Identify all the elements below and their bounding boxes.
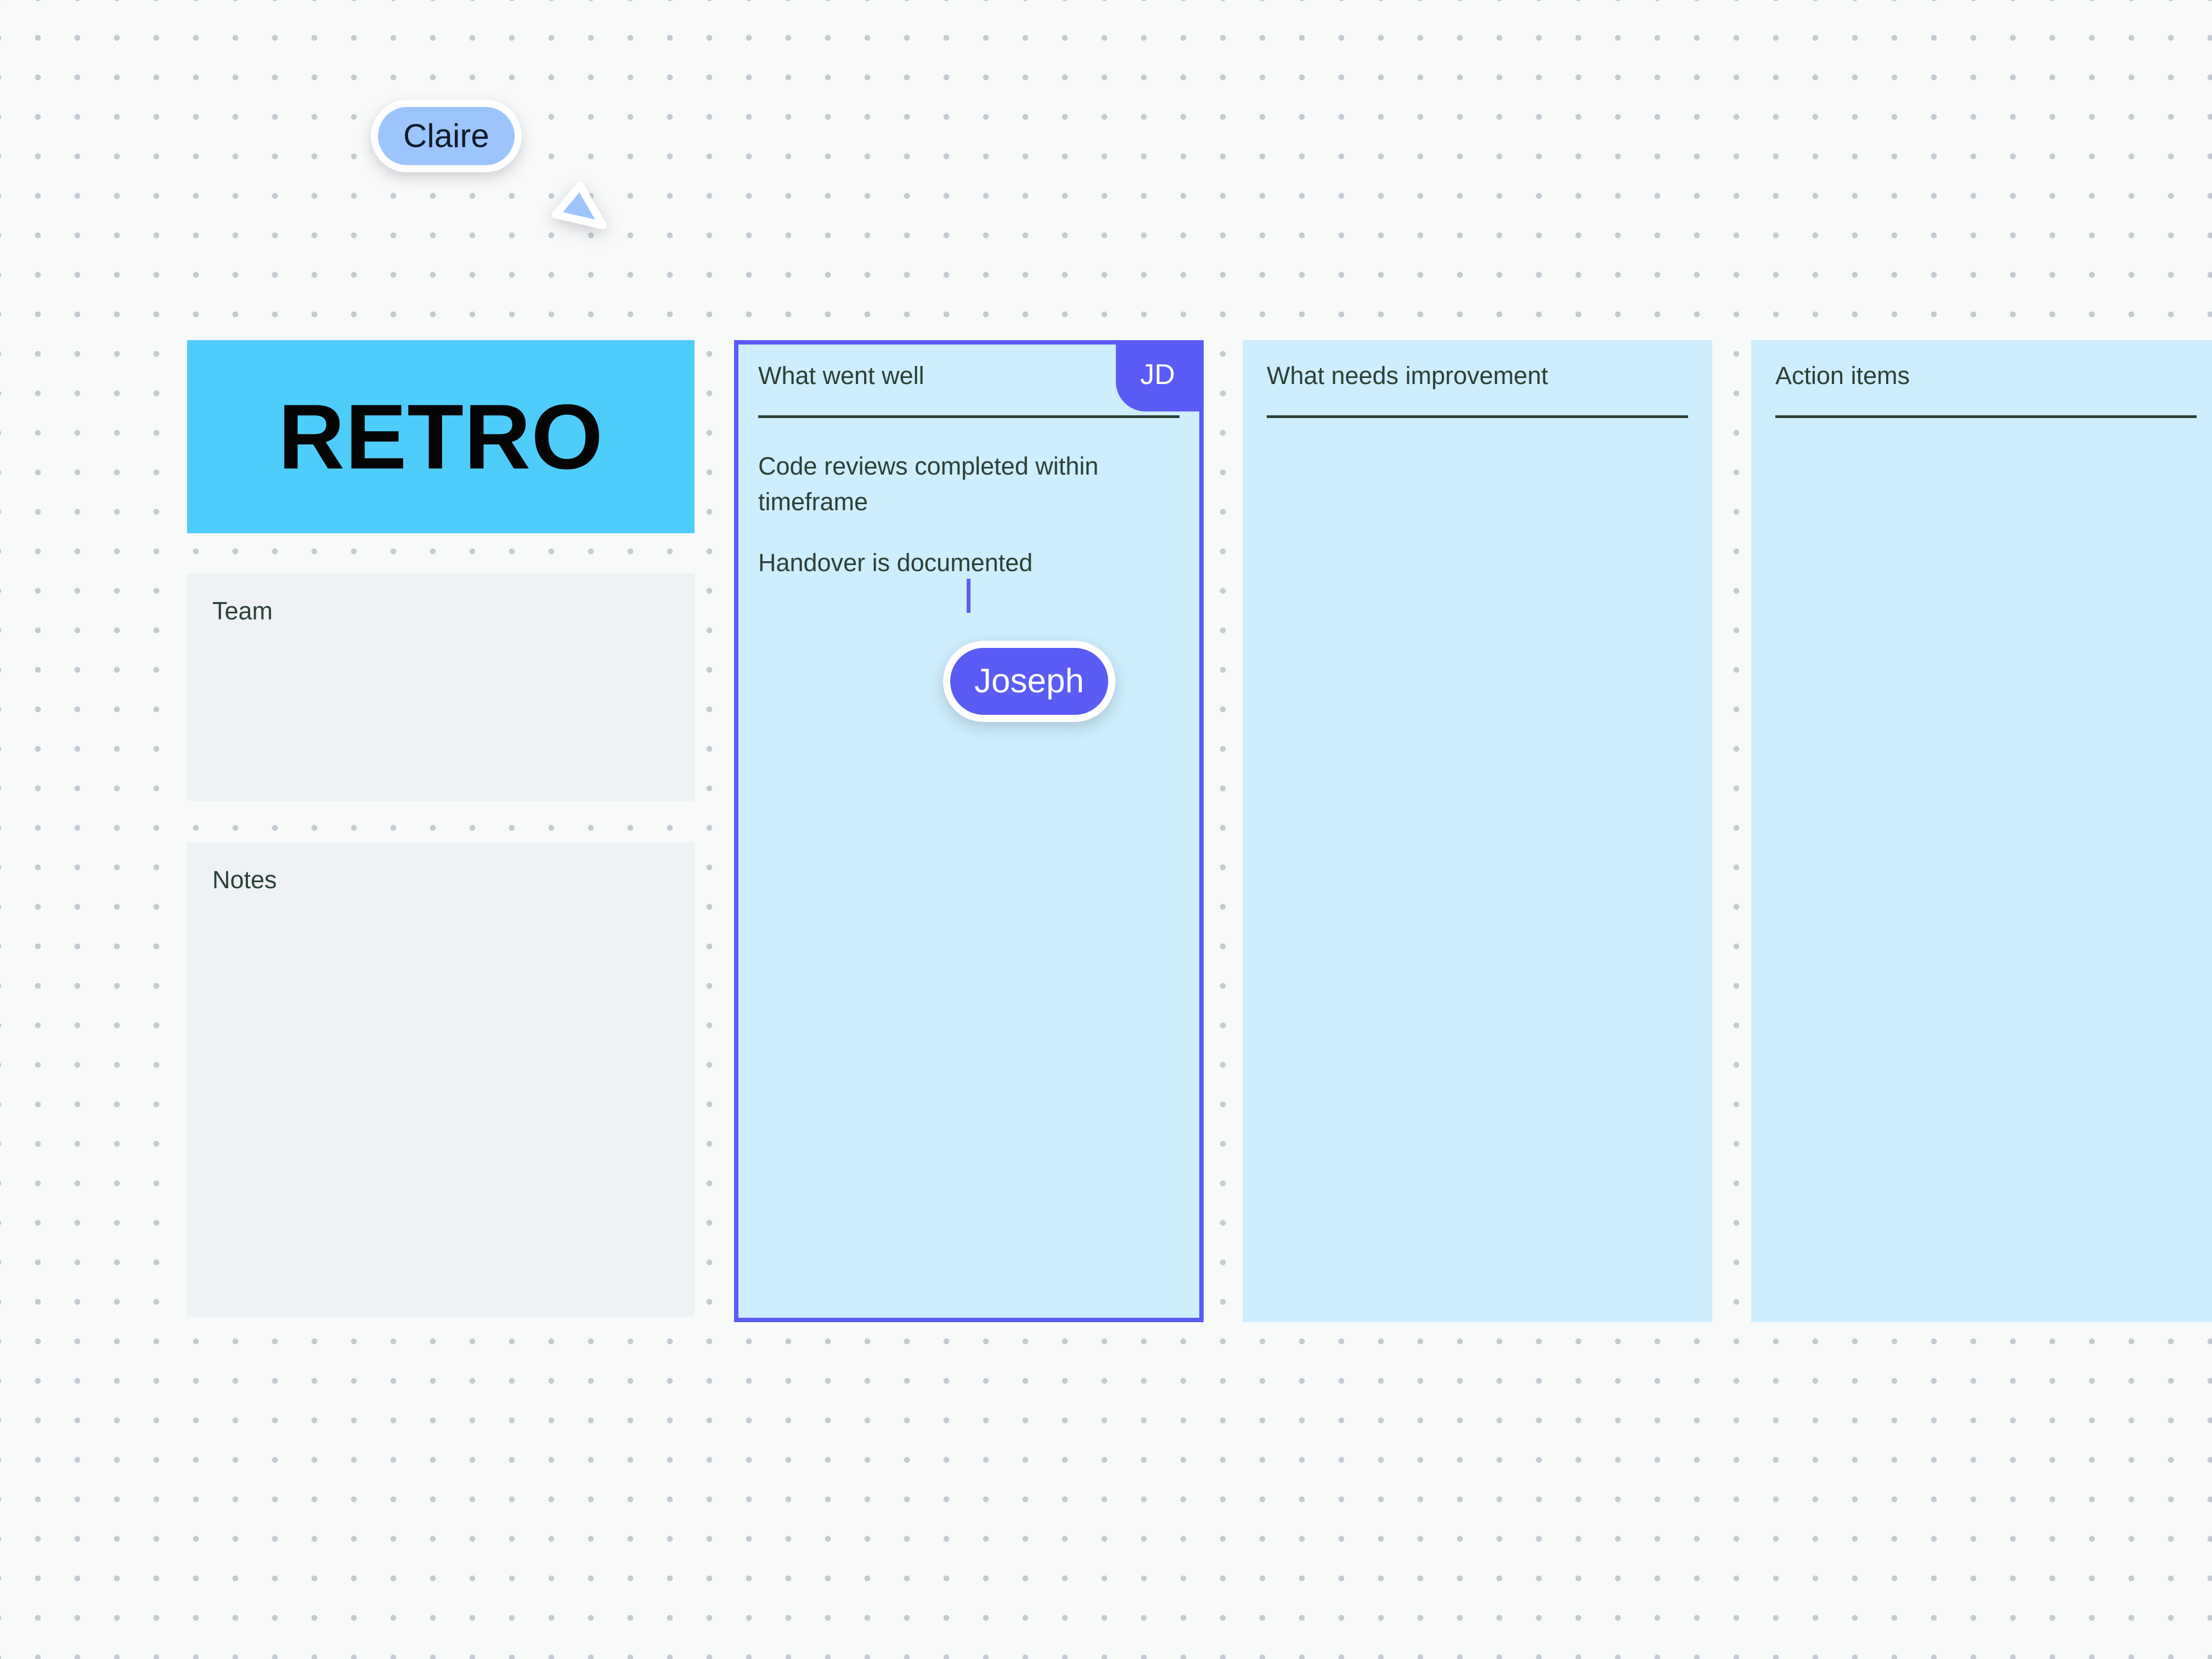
cursor-pointer-icon bbox=[552, 182, 607, 229]
column-divider bbox=[758, 415, 1180, 418]
column-title: What needs improvement bbox=[1267, 362, 1548, 390]
collaborator-cursor-label-claire: Claire bbox=[371, 100, 522, 172]
avatar-badge-jd[interactable]: JD bbox=[1116, 345, 1199, 411]
column-header: JD What went well bbox=[758, 345, 1199, 418]
retro-title-card[interactable]: RETRO bbox=[187, 340, 695, 533]
column-what-needs-improvement[interactable]: What needs improvement bbox=[1243, 340, 1712, 1322]
collaborator-name: Joseph bbox=[974, 662, 1084, 700]
column-header: Action items bbox=[1775, 362, 2197, 418]
notes-panel-label: Notes bbox=[212, 866, 277, 894]
notes-panel[interactable]: Notes bbox=[187, 842, 695, 1317]
note-item[interactable]: Handover is documented bbox=[758, 549, 1033, 577]
column-title: Action items bbox=[1775, 362, 1910, 390]
note-item[interactable]: Code reviews completed within timeframe bbox=[758, 452, 1099, 516]
column-body[interactable]: Code reviews completed within timeframe … bbox=[758, 448, 1180, 613]
column-divider bbox=[1267, 415, 1688, 418]
column-title: What went well bbox=[758, 362, 924, 390]
column-divider bbox=[1775, 415, 2197, 418]
collaborator-name: Claire bbox=[403, 117, 489, 154]
column-action-items[interactable]: Action items bbox=[1751, 340, 2212, 1322]
column-what-went-well[interactable]: JD What went well Code reviews completed… bbox=[734, 340, 1204, 1322]
team-panel-label: Team bbox=[212, 597, 273, 625]
retro-title-text: RETRO bbox=[278, 385, 603, 488]
text-cursor-caret bbox=[967, 578, 970, 613]
team-panel[interactable]: Team bbox=[187, 573, 695, 801]
column-header: What needs improvement bbox=[1267, 362, 1688, 418]
collaborator-cursor-label-joseph: Joseph bbox=[943, 641, 1115, 722]
